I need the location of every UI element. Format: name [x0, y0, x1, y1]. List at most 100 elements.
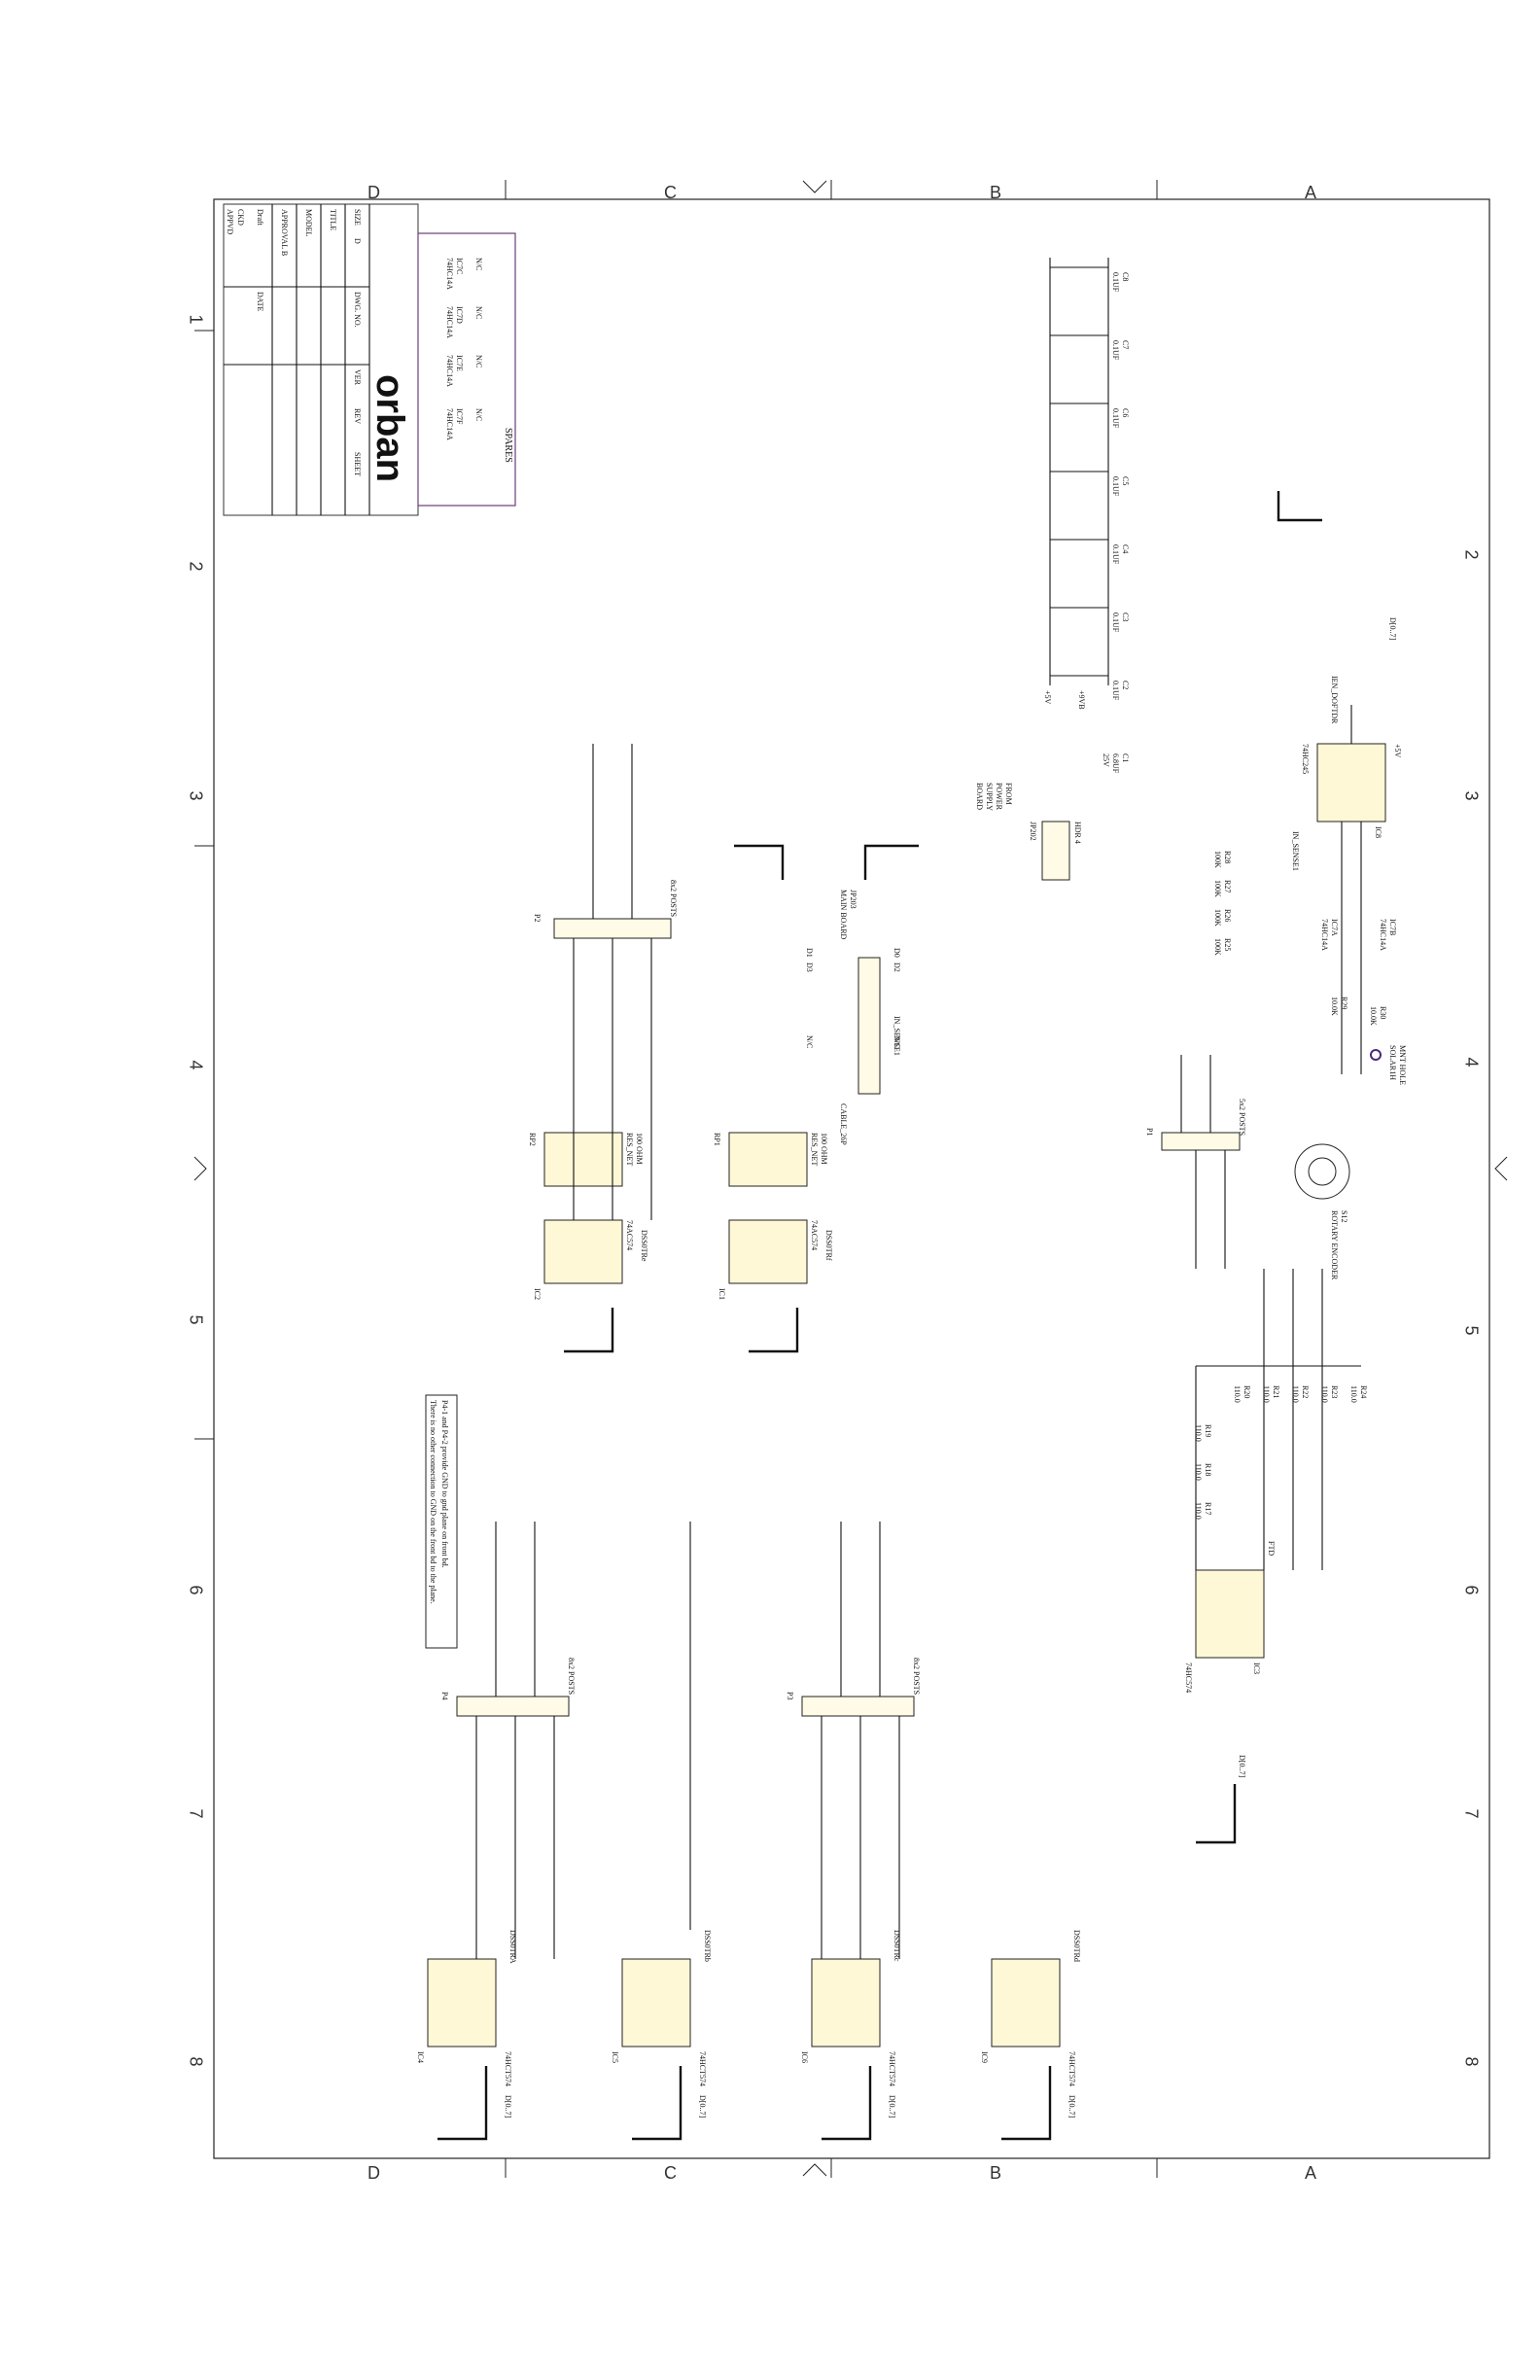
r20-ref: R20 — [1242, 1385, 1251, 1398]
ic9-type: 74HCT574 — [1068, 2051, 1076, 2086]
tb-size-label: SIZE — [353, 209, 362, 226]
mb-d0: D0 — [892, 948, 901, 958]
from-line1: FROM — [1004, 783, 1013, 805]
border-letter-a-top: A — [1305, 183, 1317, 202]
tb-row-appvd: APPVD — [226, 209, 234, 234]
ic7a-ref: IC7A — [1330, 919, 1339, 936]
ic1-type: 74AC574 — [810, 1220, 819, 1250]
jp203-ref: JP203 — [849, 890, 858, 909]
c7-ref: C7 — [1121, 340, 1130, 349]
tb-row-ckd: CKD — [236, 209, 245, 226]
r30-ref: R30 — [1379, 1006, 1387, 1019]
schematic-content: SIZE D DWG. NO. VER REV SHEET TITLE MODE… — [214, 199, 1488, 2183]
r26-ref: R26 — [1223, 909, 1232, 922]
c4-ref: C4 — [1121, 544, 1130, 553]
ic9-bus: D[0..7] — [1068, 2095, 1076, 2118]
jp203-type: CABLE_26P — [839, 1103, 848, 1145]
p1-header: P1 5x2 POSTS — [1145, 1055, 1246, 1269]
c5-ref: C5 — [1121, 476, 1130, 485]
buffer-ic8: IC8 74HC245 D[0..7] IEN_DOFTDR IN_SENSE1… — [1291, 617, 1402, 1074]
c3-val: 0.1UF — [1111, 612, 1120, 633]
ic2-ref: IC2 — [533, 1288, 542, 1300]
from-line4: BOARD — [975, 783, 984, 810]
ic4-type: 74HCT574 — [504, 2051, 512, 2086]
note-box: P4-1 and P4-2 provide GND to gnd plane o… — [425, 1394, 458, 1649]
ic8-type: 74HC245 — [1301, 744, 1310, 774]
mb-nc-left: N/C — [892, 1035, 901, 1048]
s12-ref: S12 — [1340, 1210, 1348, 1222]
rp1-ohm: 100 OHM — [820, 1133, 828, 1165]
border-letter-c-top: C — [664, 183, 677, 202]
rp2-ohm: 100 OHM — [635, 1133, 644, 1165]
c1-rating: 25V — [1102, 753, 1110, 767]
title-block: SIZE D DWG. NO. VER REV SHEET TITLE MODE… — [223, 203, 419, 516]
r17-val: 110.0 — [1194, 1502, 1203, 1520]
border-letter-b-bottom: B — [990, 2163, 1002, 2183]
ic8-bus: D[0..7] — [1388, 617, 1397, 640]
r25-ref: R25 — [1223, 938, 1232, 951]
r25-val: 100K — [1213, 938, 1222, 956]
c8-ref: C8 — [1121, 272, 1130, 281]
r21-val: 110.0 — [1262, 1385, 1271, 1403]
jp202-type: HDR 4 — [1073, 822, 1082, 844]
tb-sheet-label: SHEET — [353, 452, 362, 476]
border-letter-a-bottom: A — [1305, 2163, 1317, 2183]
rp1-ref: RP1 — [713, 1133, 721, 1146]
ic6-bus: D[0..7] — [888, 2095, 896, 2118]
p4-type: 8x2 POSTS — [567, 1658, 576, 1695]
tb-ver-label: VER — [353, 369, 362, 386]
border-letter-d-bottom: D — [368, 2163, 380, 2183]
ic5-bus: D[0..7] — [698, 2095, 707, 2118]
series-resistors: R17 110.0 R18 110.0 R19 110.0 R20 110.0 … — [1194, 1269, 1368, 1570]
c6-ref: C6 — [1121, 408, 1130, 417]
mb-d3: D3 — [805, 962, 814, 972]
r22-val: 110.0 — [1291, 1385, 1300, 1403]
border-letter-c-bottom: C — [664, 2163, 677, 2183]
ic4-clk: DSS0TRA — [508, 1930, 517, 1964]
ic7b-type: 74HC14A — [1379, 919, 1387, 951]
c3-ref: C3 — [1121, 612, 1130, 621]
ic8-supply: +5V — [1393, 744, 1402, 758]
c2-ref: C2 — [1121, 681, 1130, 689]
bus-lines — [438, 491, 1322, 2141]
rail-5v-label: +5V — [1043, 690, 1052, 705]
from-line2: POWER — [995, 783, 1003, 811]
tb-row-draft: Draft — [256, 209, 264, 227]
schematic-svg: SIZE D DWG. NO. VER REV SHEET TITLE MODE… — [223, 203, 1407, 2141]
tb-size-value: D — [353, 238, 362, 244]
ic7f-nc: N/C — [474, 408, 483, 421]
p4-header: P4 8x2 POSTS — [440, 1522, 576, 1959]
r27-ref: R27 — [1223, 880, 1232, 892]
ic2-type: 74AC574 — [625, 1220, 634, 1250]
note-line2: There is no other connection to GND on t… — [429, 1400, 438, 1604]
ic7e-nc: N/C — [474, 355, 483, 368]
c6-val: 0.1UF — [1111, 408, 1120, 429]
ic5-clk: DSS0TRb — [703, 1930, 712, 1962]
p3-header: P3 8x2 POSTS — [786, 1522, 921, 1959]
r28-val: 100K — [1213, 851, 1222, 868]
r23-ref: R23 — [1330, 1385, 1339, 1398]
ic2-clk: DSS0TRe — [640, 1230, 648, 1262]
note-line1: P4-1 and P4-2 provide GND to gnd plane o… — [440, 1400, 449, 1568]
switch-latch-ic3: IC3 74HC574 FTD D[0..7] — [1184, 1541, 1276, 1777]
led-driver-ic1: IC1 74AC574 RP1 RES_NET 100 OHM DSS0TRf — [713, 1132, 833, 1300]
tb-title-label: TITLE — [329, 209, 337, 230]
ic9-ref: IC9 — [980, 2051, 989, 2063]
ic8-out0: IEN_DOFTDR — [1330, 676, 1339, 724]
ic7a-type: 74HC14A — [1320, 919, 1329, 951]
ic8-ref: IC8 — [1374, 826, 1382, 838]
tb-dwg-label: DWG. NO. — [353, 292, 362, 328]
ic7b-ref: IC7B — [1388, 919, 1397, 935]
tb-date-label: DATE — [256, 292, 264, 312]
r19-val: 110.0 — [1194, 1424, 1203, 1442]
r24-ref: R24 — [1359, 1385, 1368, 1398]
r27-val: 100K — [1213, 880, 1222, 897]
c8-val: 0.1UF — [1111, 272, 1120, 293]
ic5-type: 74HCT574 — [698, 2051, 707, 2086]
ic4-ref: IC4 — [416, 2051, 425, 2063]
p1-ref: P1 — [1145, 1128, 1154, 1136]
ic4-bus: D[0..7] — [504, 2095, 512, 2118]
c7-val: 0.1UF — [1111, 340, 1120, 361]
ic6-type: 74HCT574 — [888, 2051, 896, 2086]
